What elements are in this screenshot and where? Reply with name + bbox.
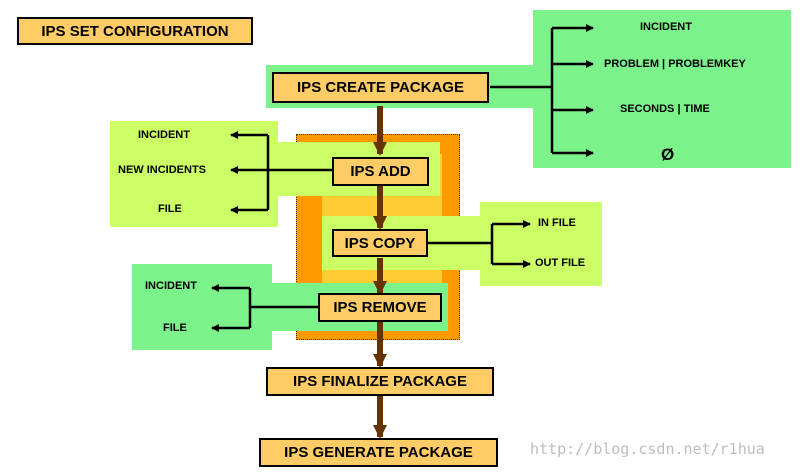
add-option-incident: INCIDENT [138, 129, 190, 141]
remove-option-incident: INCIDENT [145, 280, 197, 292]
add-option-new-incidents: NEW INCIDENTS [118, 164, 206, 176]
copy-option-in-file: IN FILE [538, 217, 576, 229]
create-option-incident: INCIDENT [640, 21, 692, 33]
ips-create-package-box: IPS CREATE PACKAGE [272, 72, 489, 103]
remove-options-panel [132, 264, 272, 350]
ips-finalize-package-box: IPS FINALIZE PACKAGE [266, 367, 494, 396]
create-option-seconds: SECONDS | TIME [620, 103, 710, 115]
create-options-panel [533, 10, 791, 168]
ips-set-configuration-box: IPS SET CONFIGURATION [17, 17, 253, 45]
ips-add-box: IPS ADD [332, 157, 429, 186]
add-options-tree [230, 131, 332, 214]
remove-options-tree [211, 284, 318, 332]
ips-generate-package-box: IPS GENERATE PACKAGE [259, 438, 498, 467]
ips-remove-box: IPS REMOVE [318, 293, 442, 322]
remove-option-file: FILE [163, 322, 187, 334]
watermark: http://blog.csdn.net/r1hua [530, 440, 765, 458]
copy-options-panel [480, 202, 602, 286]
ips-copy-box: IPS COPY [332, 229, 428, 257]
create-option-empty: Ø [661, 145, 675, 164]
add-option-file: FILE [158, 203, 182, 215]
create-options-tree [490, 24, 594, 157]
create-option-problem: PROBLEM | PROBLEMKEY [604, 58, 746, 70]
copy-options-tree [428, 220, 531, 268]
copy-option-out-file: OUT FILE [535, 257, 586, 269]
